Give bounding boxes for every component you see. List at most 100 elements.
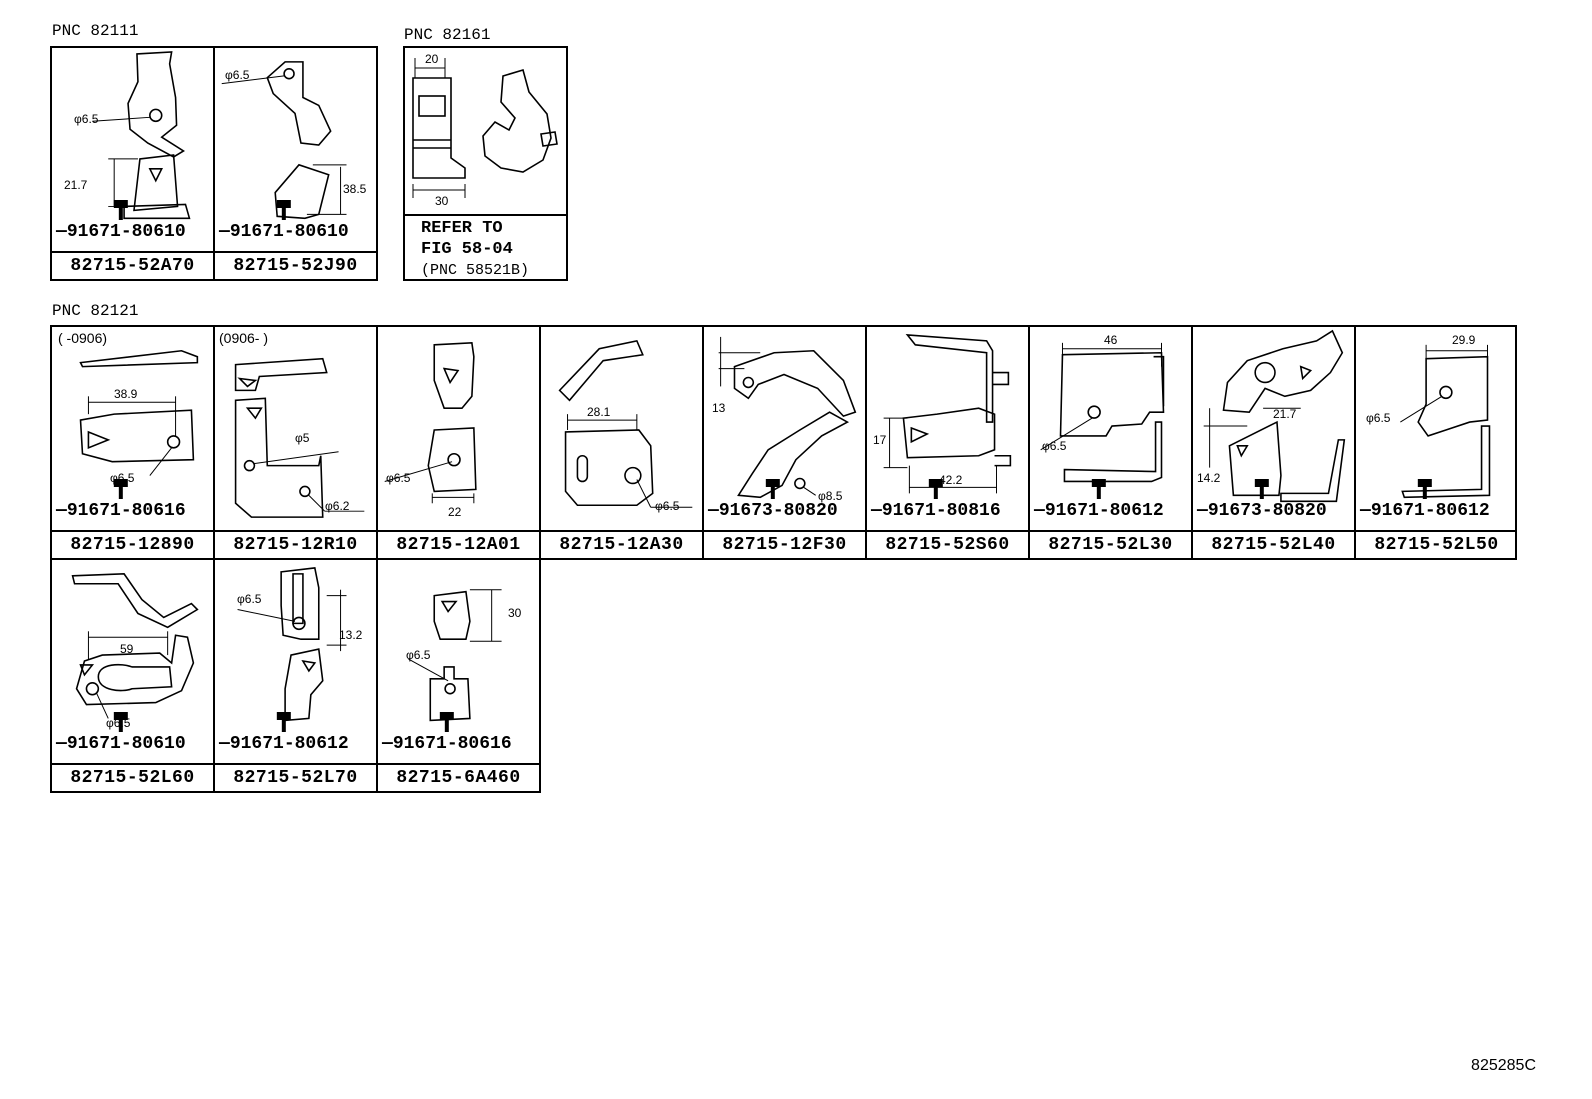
dimension-label: 59 [120,642,134,656]
part-cell-82715-52J90[interactable]: φ6.5 38.5 —91671-80610 82715-52J90 [215,48,376,279]
dimension-label: φ6.5 [237,592,262,606]
bracket-drawing-12A30 [558,339,693,508]
bolt-callout: —91671-80610 [56,199,186,242]
part-number[interactable]: 82715-52L60 [70,768,195,788]
part-number[interactable]: 82715-52J90 [233,256,358,276]
part-cell-82715-12R10[interactable]: (0906- ) φ5 φ6.2 82715-12R10 [215,327,378,558]
part-cell-82715-52L60[interactable]: 59 φ6.5 —91671-80610 82715-52L60 [52,560,215,791]
group-pnc-82161: 20 30 REFER TO FIG 58-04 (PNC 58521B) [403,46,568,281]
pnc-label-82111: PNC 82111 [52,22,139,40]
part-number[interactable]: 82715-52S60 [885,535,1010,555]
dimension-label: 29.9 [1452,333,1476,347]
dimension-label: φ6.2 [325,499,350,513]
date-range-label: ( -0906) [58,330,108,346]
part-cell-82715-12A01[interactable]: φ6.5 22 82715-12A01 [378,327,541,558]
refer-line-2[interactable]: FIG 58-04 [421,240,513,259]
bolt-icon [1091,479,1106,499]
part-number[interactable]: 82715-52L40 [1211,535,1336,555]
part-number[interactable]: 82715-12890 [70,535,195,555]
part-drawing: 46 φ6.5 —91671-80612 [1030,327,1191,532]
part-cell-82715-52A70[interactable]: φ6.5 21.7 —91671-80610 82715-52A70 [52,48,215,279]
bracket-drawing-12890 [79,349,199,476]
dimension-label: 38.5 [343,182,367,196]
bracket-drawing-52A70 [92,51,191,220]
part-cell-82715-12890[interactable]: ( -0906) 38.9 φ6.5 —91671-80616 82715-12… [52,327,215,558]
part-drawing: φ6.5 22 [378,327,539,532]
bolt-icon [113,712,128,732]
dimension-label: 14.2 [1197,471,1221,485]
part-cell-82715-52L70[interactable]: φ6.5 13.2 —91671-80612 82715-52L70 [215,560,378,791]
bracket-drawing-12A01 [384,342,477,504]
part-drawing: 21.7 14.2 —91673-80820 [1193,327,1354,532]
group-pnc-82121-row-2: 59 φ6.5 —91671-80610 82715-52L60 φ6.5 13… [50,558,541,793]
part-number[interactable]: 82715-52L50 [1374,535,1499,555]
clamp-drawing-82161 [412,58,558,198]
dimension-label: φ6.5 [386,471,411,485]
dimension-label: 13.2 [339,628,363,642]
dimension-label: φ6.5 [74,112,99,126]
bracket-drawing-6A460 [408,589,502,722]
part-drawing: 17 42.2 —91671-80816 [867,327,1028,532]
dimension-label: 30 [508,606,522,620]
part-number[interactable]: 82715-12A01 [396,535,521,555]
part-drawing: φ6.5 13.2 —91671-80612 [215,560,376,765]
bracket-drawing-52L30 [1040,342,1165,483]
bolt-callout: —91671-80612 [1034,478,1164,521]
dimension-label: 21.7 [64,178,88,192]
part-number[interactable]: 82715-52L70 [233,768,358,788]
date-range-label: (0906- ) [219,330,269,346]
part-cell-82715-52S60[interactable]: 17 42.2 —91671-80816 82715-52S60 [867,327,1030,558]
part-drawing: φ6.5 21.7 —91671-80610 [52,48,213,253]
part-number[interactable]: 82715-52L30 [1048,535,1173,555]
part-cell-82715-52L40[interactable]: 21.7 14.2 —91673-80820 82715-52L40 [1193,327,1356,558]
dimension-label: 30 [435,194,449,208]
dimension-label: 42.2 [939,473,963,487]
bracket-drawing-52L40 [1203,329,1346,503]
bolt-icon [765,479,780,499]
pnc-label-82121: PNC 82121 [52,302,139,320]
dimension-label: 22 [448,505,462,519]
part-number[interactable]: 82715-6A460 [396,768,521,788]
part-cell-82715-12F30[interactable]: 13 φ8.5 —91673-80820 82715-12F30 [704,327,867,558]
refer-line-3: (PNC 58521B) [421,262,530,279]
bolt-icon [1254,479,1269,499]
dimension-label: 13 [712,401,726,415]
refer-line-1: REFER TO [421,219,503,238]
dimension-label: φ6.5 [406,648,431,662]
part-cell-82715-12A30[interactable]: 28.1 φ6.5 82715-12A30 [541,327,704,558]
refer-note: REFER TO FIG 58-04 (PNC 58521B) [405,214,566,280]
dimension-label: 46 [1104,333,1118,347]
bolt-callout: —91671-80612 [1360,478,1490,521]
part-drawing: (0906- ) φ5 φ6.2 [215,327,376,532]
part-number[interactable]: 82715-12R10 [233,535,358,555]
dimension-label: 28.1 [587,405,611,419]
part-number[interactable]: 82715-12A30 [559,535,684,555]
bolt-callout: —91671-80816 [871,478,1001,521]
bolt-icon [928,479,943,499]
bolt-callout: —91673-80820 [1197,478,1327,521]
part-cell-82715-6A460[interactable]: 30 φ6.5 —91671-80616 82715-6A460 [378,560,539,791]
dimension-label: 17 [873,433,887,447]
bracket-drawing-52L70 [237,567,347,722]
bolt-callout: —91671-80610 [219,199,349,242]
bracket-drawing-12R10 [234,357,365,518]
part-drawing: 30 φ6.5 —91671-80616 [378,560,539,765]
part-number[interactable]: 82715-52A70 [70,256,195,276]
part-cell-82715-52L50[interactable]: 29.9 φ6.5 —91671-80612 82715-52L50 [1356,327,1517,558]
group-pnc-82111: φ6.5 21.7 —91671-80610 82715-52A70 φ6.5 … [50,46,378,281]
dimension-label: φ6.5 [1366,411,1391,425]
dimension-label: φ8.5 [818,489,843,503]
part-drawing: φ6.5 38.5 —91671-80610 [215,48,376,253]
part-cell-82715-52L30[interactable]: 46 φ6.5 —91671-80612 82715-52L30 [1030,327,1193,558]
bolt-callout: —91671-80610 [56,711,186,754]
dimension-label: φ6.5 [1042,439,1067,453]
dimension-label: φ6.5 [225,68,250,82]
bracket-drawing-52L50 [1400,344,1491,499]
dimension-label: 20 [425,52,439,66]
dimension-label: 21.7 [1273,407,1297,421]
part-number[interactable]: 82715-12F30 [722,535,847,555]
part-drawing: 28.1 φ6.5 [541,327,702,532]
dimension-label: φ6.5 [655,499,680,513]
bolt-icon [113,200,128,220]
bracket-drawing-52S60 [883,333,1012,494]
